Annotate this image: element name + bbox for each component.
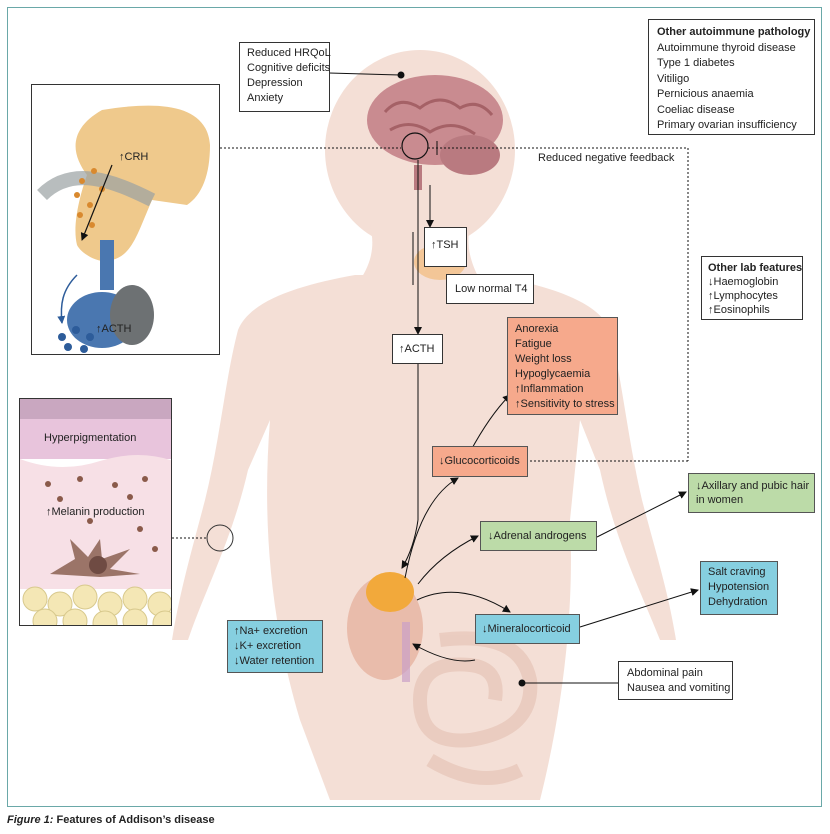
autoimmune-box: Other autoimmune pathology Autoimmune th… bbox=[648, 19, 815, 135]
salt-item: Dehydration bbox=[708, 596, 768, 608]
mineralocorticoid-label: ↓Mineralocorticoid bbox=[482, 623, 571, 635]
figure-frame bbox=[7, 7, 822, 807]
skin-marker bbox=[206, 524, 234, 552]
gluco-effect-item: ↑Sensitivity to stress bbox=[515, 398, 615, 410]
caption-number: Figure 1: bbox=[7, 814, 54, 826]
salt-item: Salt craving bbox=[708, 566, 766, 578]
neuro-item: Anxiety bbox=[247, 92, 284, 104]
lab-item: ↑Lymphocytes bbox=[708, 290, 778, 302]
glucocorticoids-label: ↓Glucocorticoids bbox=[439, 455, 520, 467]
acth-label: ↑ACTH bbox=[399, 343, 435, 355]
hypothalamus-marker bbox=[401, 132, 429, 160]
glucocorticoid-effects-box: Anorexia Fatigue Weight loss Hypoglycaem… bbox=[507, 317, 618, 415]
excretion-item: ↓Water retention bbox=[234, 655, 315, 667]
kidney-adrenal bbox=[347, 572, 423, 682]
hair-line: in women bbox=[696, 494, 744, 506]
crh-label: ↑CRH bbox=[119, 151, 149, 163]
skin-illustration bbox=[20, 399, 171, 625]
gi-item: Abdominal pain bbox=[627, 667, 703, 679]
melanin-label: ↑Melanin production bbox=[46, 506, 145, 518]
gluco-effect-item: ↑Inflammation bbox=[515, 383, 584, 395]
t4-box: Low normal T4 bbox=[446, 274, 534, 304]
hair-line: ↓Axillary and pubic hair bbox=[696, 480, 810, 492]
androgens-box: ↓Adrenal androgens bbox=[480, 521, 597, 551]
hyperpigmentation-label: Hyperpigmentation bbox=[44, 432, 137, 444]
androgens-label: ↓Adrenal androgens bbox=[488, 530, 587, 542]
salt-box: Salt craving Hypotension Dehydration bbox=[700, 561, 778, 615]
autoimmune-item: Autoimmune thyroid disease bbox=[657, 41, 796, 54]
intestines bbox=[412, 631, 538, 785]
skin-inset: Hyperpigmentation ↑Melanin production bbox=[19, 398, 172, 626]
excretion-box: ↑Na+ excretion ↓K+ excretion ↓Water rete… bbox=[227, 620, 323, 673]
t4-label: Low normal T4 bbox=[455, 283, 528, 295]
caption-title: Features of Addison’s disease bbox=[56, 814, 215, 826]
gluco-effect-item: Fatigue bbox=[515, 338, 552, 350]
pituitary-illustration bbox=[37, 105, 211, 353]
figure-caption: Figure 1: Features of Addison’s disease bbox=[7, 814, 215, 826]
gi-item: Nausea and vomiting bbox=[627, 682, 731, 694]
tsh-label: ↑TSH bbox=[431, 239, 459, 251]
gluco-effect-item: Hypoglycaemia bbox=[515, 368, 591, 380]
autoimmune-item: Type 1 diabetes bbox=[657, 57, 735, 69]
pituitary-inset: ↑CRH ↑ACTH bbox=[31, 84, 220, 355]
lab-title: Other lab features bbox=[708, 262, 803, 274]
autoimmune-item: Primary ovarian insufficiency bbox=[657, 119, 797, 131]
neuro-symptoms-box: Reduced HRQoL Cognitive deficits Depress… bbox=[239, 42, 331, 112]
gi-symptoms-box: Abdominal pain Nausea and vomiting bbox=[618, 661, 733, 700]
tsh-box: ↑TSH bbox=[424, 227, 467, 267]
hair-box: ↓Axillary and pubic hair in women bbox=[688, 473, 815, 513]
neuro-item: Reduced HRQoL bbox=[247, 47, 331, 59]
glucocorticoids-box: ↓Glucocorticoids bbox=[432, 446, 528, 477]
neuro-item: Depression bbox=[247, 77, 303, 89]
lab-features-box: Other lab features ↓Haemoglobin ↑Lymphoc… bbox=[701, 256, 803, 320]
acth-box: ↑ACTH bbox=[392, 334, 443, 364]
autoimmune-title: Other autoimmune pathology bbox=[657, 26, 811, 38]
salt-item: Hypotension bbox=[708, 581, 770, 593]
autoimmune-item: Vitiligo bbox=[657, 72, 690, 85]
feedback-label: Reduced negative feedback bbox=[538, 152, 675, 164]
excretion-item: ↓K+ excretion bbox=[234, 640, 301, 652]
excretion-item: ↑Na+ excretion bbox=[234, 625, 308, 637]
autoimmune-item: Pernicious anaemia bbox=[657, 88, 754, 100]
gluco-effect-item: Anorexia bbox=[515, 323, 559, 335]
gluco-effect-item: Weight loss bbox=[515, 353, 572, 365]
mineralocorticoid-box: ↓Mineralocorticoid bbox=[475, 614, 580, 644]
autoimmune-item: Coeliac disease bbox=[657, 103, 735, 116]
lab-item: ↓Haemoglobin bbox=[708, 276, 779, 288]
neuro-item: Cognitive deficits bbox=[247, 62, 331, 74]
lab-item: ↑Eosinophils bbox=[708, 304, 770, 316]
acth-inset-label: ↑ACTH bbox=[96, 323, 132, 335]
